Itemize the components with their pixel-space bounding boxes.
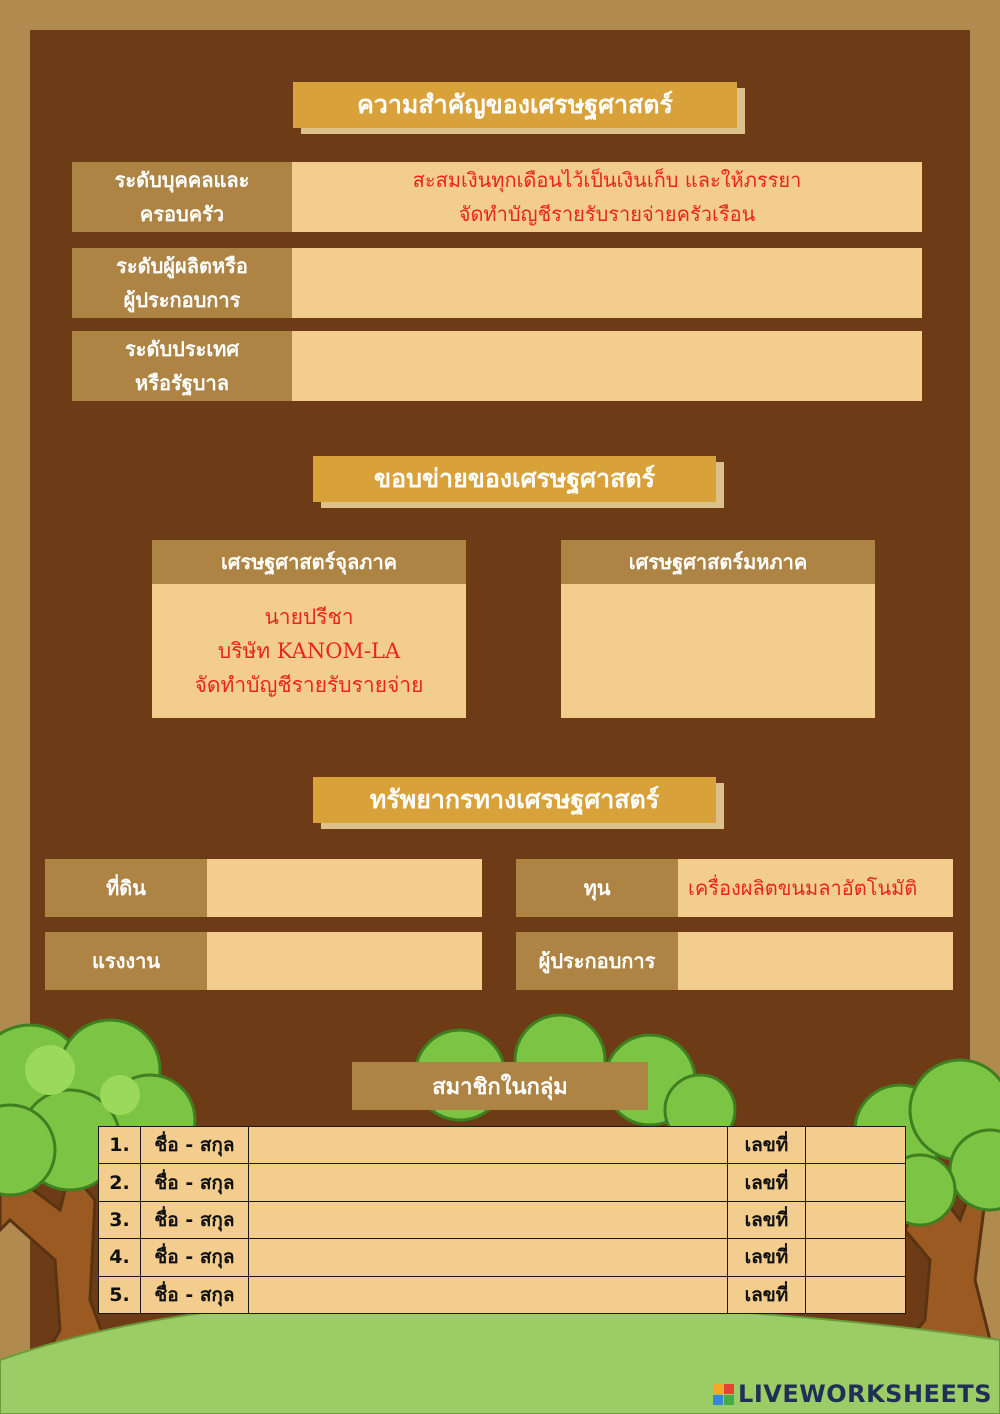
capital-answer[interactable]: เครื่องผลิตขนมลาอัตโนมัติ xyxy=(678,859,953,917)
entrepreneur-answer[interactable] xyxy=(678,932,953,990)
tree-scenery xyxy=(0,1013,1000,1414)
macro-card: เศรษฐศาสตร์มหภาค xyxy=(561,540,875,718)
name-label: ชื่อ - สกุล xyxy=(140,1200,249,1240)
brand-name: LIVEWORKSHEETS xyxy=(738,1380,992,1408)
micro-label: เศรษฐศาสตร์จุลภาค xyxy=(152,540,466,584)
member-number: 4. xyxy=(98,1238,141,1277)
name-field[interactable] xyxy=(248,1125,728,1165)
name-field[interactable] xyxy=(248,1200,728,1240)
labor-row: แรงงาน xyxy=(45,932,482,990)
importance-row-producer: ระดับผู้ผลิตหรือ ผู้ประกอบการ xyxy=(72,248,922,318)
entrepreneur-row: ผู้ประกอบการ xyxy=(516,932,953,990)
member-number: 2. xyxy=(98,1163,141,1202)
individual-label: ระดับบุคคลและ ครอบครัว xyxy=(72,162,292,232)
macro-label: เศรษฐศาสตร์มหภาค xyxy=(561,540,875,584)
liveworksheets-logo[interactable]: LIVEWORKSHEETS xyxy=(713,1380,992,1408)
government-answer[interactable] xyxy=(292,331,922,401)
importance-row-government: ระดับประเทศ หรือรัฐบาล xyxy=(72,331,922,401)
capital-label: ทุน xyxy=(516,859,678,917)
number-field[interactable] xyxy=(805,1200,906,1240)
labor-label: แรงงาน xyxy=(45,932,207,990)
scope-heading: ขอบข่ายของเศรษฐศาสตร์ xyxy=(313,456,724,508)
capital-row: ทุน เครื่องผลิตขนมลาอัตโนมัติ xyxy=(516,859,953,917)
importance-row-individual: ระดับบุคคลและ ครอบครัว สะสมเงินทุกเดือนไ… xyxy=(72,162,922,232)
members-table: 1. ชื่อ - สกุล เลขที่ 2. ชื่อ - สกุล เลข… xyxy=(98,1125,906,1314)
number-label: เลขที่ xyxy=(727,1163,806,1202)
number-field[interactable] xyxy=(805,1125,906,1165)
individual-answer[interactable]: สะสมเงินทุกเดือนไว้เป็นเงินเก็บ และให้ภร… xyxy=(292,162,922,232)
macro-answer[interactable] xyxy=(561,584,875,718)
land-label: ที่ดิน xyxy=(45,859,207,917)
labor-answer[interactable] xyxy=(207,932,482,990)
members-title: สมาชิกในกลุ่ม xyxy=(352,1062,648,1110)
number-label: เลขที่ xyxy=(727,1125,806,1165)
number-label: เลขที่ xyxy=(727,1200,806,1240)
number-field[interactable] xyxy=(805,1163,906,1202)
micro-line: นายปรีชา xyxy=(264,605,354,629)
logo-icon xyxy=(713,1383,735,1405)
micro-line: บริษัท KANOM-LA xyxy=(217,639,401,663)
importance-heading: ความสำคัญของเศรษฐศาสตร์ xyxy=(293,82,745,134)
table-row: 1. ชื่อ - สกุล เลขที่ xyxy=(98,1125,906,1165)
name-label: ชื่อ - สกุล xyxy=(140,1125,249,1165)
producer-answer[interactable] xyxy=(292,248,922,318)
member-number: 5. xyxy=(98,1275,141,1314)
name-label: ชื่อ - สกุล xyxy=(140,1238,249,1277)
number-field[interactable] xyxy=(805,1275,906,1314)
number-label: เลขที่ xyxy=(727,1238,806,1277)
micro-answer[interactable]: นายปรีชา บริษัท KANOM-LA จัดทำบัญชีรายรั… xyxy=(152,584,466,718)
number-label: เลขที่ xyxy=(727,1275,806,1314)
land-answer[interactable] xyxy=(207,859,482,917)
member-number: 3. xyxy=(98,1200,141,1240)
name-field[interactable] xyxy=(248,1163,728,1202)
name-field[interactable] xyxy=(248,1275,728,1314)
table-row: 3. ชื่อ - สกุล เลขที่ xyxy=(98,1200,906,1240)
name-field[interactable] xyxy=(248,1238,728,1277)
micro-card: เศรษฐศาสตร์จุลภาค นายปรีชา บริษัท KANOM-… xyxy=(152,540,466,718)
resources-heading: ทรัพยากรทางเศรษฐศาสตร์ xyxy=(313,777,724,829)
table-row: 4. ชื่อ - สกุล เลขที่ xyxy=(98,1238,906,1277)
entrepreneur-label: ผู้ประกอบการ xyxy=(516,932,678,990)
producer-label: ระดับผู้ผลิตหรือ ผู้ประกอบการ xyxy=(72,248,292,318)
land-row: ที่ดิน xyxy=(45,859,482,917)
name-label: ชื่อ - สกุล xyxy=(140,1275,249,1314)
table-row: 5. ชื่อ - สกุล เลขที่ xyxy=(98,1275,906,1314)
government-label: ระดับประเทศ หรือรัฐบาล xyxy=(72,331,292,401)
importance-title: ความสำคัญของเศรษฐศาสตร์ xyxy=(293,82,737,128)
table-row: 2. ชื่อ - สกุล เลขที่ xyxy=(98,1163,906,1202)
member-number: 1. xyxy=(98,1125,141,1165)
scope-title: ขอบข่ายของเศรษฐศาสตร์ xyxy=(313,456,716,502)
number-field[interactable] xyxy=(805,1238,906,1277)
micro-line: จัดทำบัญชีรายรับรายจ่าย xyxy=(194,673,424,697)
name-label: ชื่อ - สกุล xyxy=(140,1163,249,1202)
resources-title: ทรัพยากรทางเศรษฐศาสตร์ xyxy=(313,777,716,823)
